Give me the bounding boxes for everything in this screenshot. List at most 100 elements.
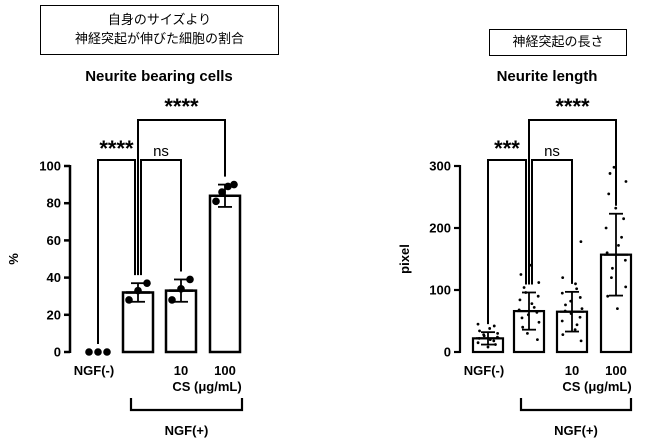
chart2-point-0-8: [482, 333, 486, 337]
chart2-point-1-14: [537, 281, 541, 284]
chart1-sig-label-1: ns: [153, 143, 169, 160]
right-caption-line1: 神経突起の長さ: [512, 35, 604, 50]
chart1-point-0-1: [94, 348, 102, 356]
chart2-point-3-3: [610, 276, 613, 279]
chart2-point-3-14: [608, 172, 612, 175]
chart1-x-label-3: 100: [214, 363, 236, 378]
chart1-x-label-2: 10: [174, 363, 188, 378]
chart2-point-0-2: [476, 341, 480, 345]
chart2-sig-bracket-1: [531, 159, 573, 285]
chart2-point-1-1: [526, 332, 529, 335]
chart2-point-3-9: [604, 226, 608, 230]
right-caption-box: 神経突起の長さ: [489, 29, 627, 56]
chart1-point-3-1: [218, 188, 226, 196]
chart2-point-1-10: [518, 298, 522, 302]
chart2-sig-label-1: ns: [544, 143, 560, 160]
chart1-point-2-1: [177, 284, 185, 293]
chart2-point-1-6: [535, 310, 539, 314]
chart1-point-3-3: [230, 180, 238, 189]
chart2-sig-bracket-2: [528, 119, 617, 285]
chart2-y-tick-label-1: 100: [429, 283, 451, 298]
chart2-point-2-12: [560, 291, 564, 295]
chart1-sig-bracket-2: [137, 119, 226, 276]
chart1-point-2-2: [186, 275, 194, 284]
chart1-y-tick-label-5: 100: [39, 159, 61, 174]
chart2-x-label-2: 10: [565, 363, 579, 378]
chart2-point-2-11: [578, 296, 582, 299]
chart2-point-0-13: [476, 322, 480, 326]
chart2-point-2-3: [575, 323, 579, 327]
chart2-point-3-8: [620, 235, 623, 239]
chart1-sig-bracket-0: [97, 159, 136, 344]
chart2-point-1-5: [526, 313, 530, 317]
chart2-point-3-5: [623, 258, 627, 262]
chart2-point-1-4: [520, 316, 524, 320]
chart2-sig-bracket-0: [487, 159, 527, 325]
chart1-sig-bracket-1: [140, 159, 182, 276]
chart2-y-tick-label-0: 0: [444, 345, 451, 360]
chart2-point-0-0: [486, 345, 490, 349]
chart2-point-3-2: [624, 285, 628, 289]
chart2-point-0-6: [496, 335, 499, 339]
chart2-point-2-7: [563, 309, 567, 313]
chart2-point-3-4: [611, 266, 614, 270]
chart2-bracket-label: NGF(+): [554, 423, 598, 438]
chart2-x-label-3: 100: [605, 363, 627, 378]
chart1-bracket: [129, 398, 244, 412]
chart2-point-3-7: [617, 243, 620, 247]
chart2-point-1-8: [532, 305, 536, 309]
chart2-point-0-12: [492, 324, 496, 328]
chart2-point-1-7: [517, 308, 521, 312]
chart2-y-tick-label-3: 300: [429, 159, 451, 174]
chart2-point-0-11: [488, 327, 492, 330]
chart1-ylabel: %: [6, 253, 21, 265]
chart2-point-0-4: [488, 338, 492, 341]
chart2-point-3-10: [622, 217, 626, 221]
chart2-point-1-0: [536, 338, 539, 341]
chart2-point-1-11: [536, 294, 540, 298]
chart1-xgroup-label: CS (μg/mL): [172, 379, 241, 394]
chart1-y-tick-label-3: 60: [47, 233, 61, 248]
chart1-y-tick-label-2: 40: [47, 270, 61, 285]
chart2-title: Neurite length: [497, 68, 598, 85]
chart2-x-label-0: NGF(-): [464, 363, 504, 378]
chart1-point-2-0: [168, 296, 176, 304]
chart2-ylabel: pixel: [397, 244, 412, 274]
chart2-sig-label-2: ****: [555, 94, 590, 119]
chart2-point-2-14: [574, 282, 577, 286]
chart1-point-1-1: [134, 286, 142, 295]
chart2-point-0-3: [492, 339, 496, 343]
chart1-point-3-2: [224, 182, 232, 191]
chart2-point-1-15: [519, 273, 523, 276]
chart2-point-2-16: [579, 240, 583, 244]
chart2-point-2-5: [578, 315, 582, 319]
chart2-point-3-11: [614, 206, 618, 210]
chart2-point-0-1: [494, 343, 497, 346]
chart2-point-2-6: [569, 312, 573, 315]
chart2-point-1-12: [524, 291, 528, 294]
left-caption-box: 自身のサイズより 神経突起が伸びた細胞の割合: [40, 5, 279, 55]
chart2-point-2-1: [561, 333, 565, 337]
chart1-y-tick-label-4: 80: [47, 196, 61, 211]
left-caption-line1: 自身のサイズより: [107, 13, 212, 28]
chart2-point-1-2: [521, 325, 525, 329]
chart1-point-0-0: [85, 348, 93, 356]
chart2-point-2-8: [580, 307, 584, 310]
chart2-point-3-13: [624, 180, 628, 183]
chart2-point-2-2: [573, 328, 577, 332]
chart2-point-0-10: [478, 329, 481, 333]
chart2-sig-label-0: ***: [494, 136, 520, 161]
chart1-point-0-2: [103, 348, 111, 356]
chart2-xgroup-label: CS (μg/mL): [562, 379, 631, 394]
chart1-point-3-0: [212, 197, 220, 206]
chart2-point-2-10: [569, 299, 573, 303]
chart1-x-label-0: NGF(-): [74, 363, 114, 378]
chart2-point-2-0: [579, 339, 583, 343]
chart2-point-3-12: [607, 192, 611, 196]
chart2-point-0-5: [477, 336, 481, 340]
chart2-point-3-1: [606, 294, 610, 298]
chart1-point-1-2: [143, 279, 151, 287]
chart1-sig-label-0: ****: [99, 136, 134, 161]
chart2-point-2-4: [560, 319, 564, 323]
